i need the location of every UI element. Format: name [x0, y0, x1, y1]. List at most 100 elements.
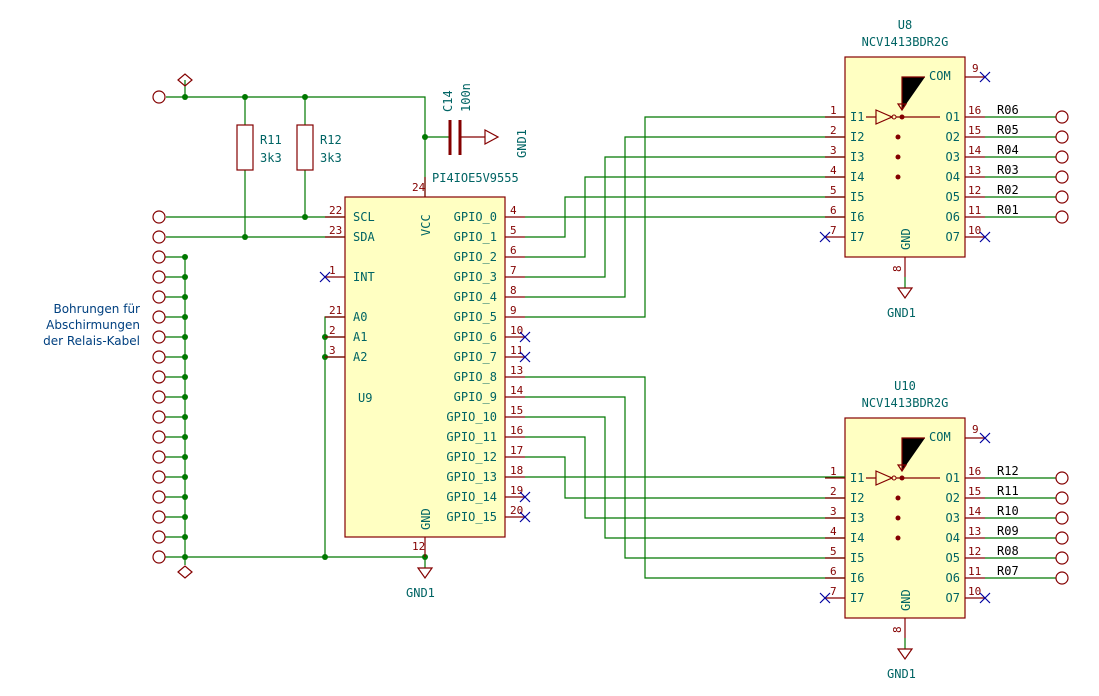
driver-pin-number: 2: [830, 485, 837, 498]
driver-pin-name: I5: [850, 190, 864, 204]
u9-pin-name: GPIO_11: [446, 430, 497, 444]
relay-net-label: R01: [997, 203, 1019, 217]
junction: [182, 94, 188, 100]
u10-dot: [899, 475, 905, 481]
pullup-network: R11 3k3 R12 3k3: [166, 73, 428, 240]
driver-pin-name: I5: [850, 551, 864, 565]
junction: [182, 334, 188, 340]
driver-pin-number: 6: [830, 565, 837, 578]
driver-pin-number: 1: [830, 104, 837, 117]
no-connect-icon: [979, 71, 991, 83]
u9-pin-number: 18: [510, 464, 523, 477]
u10-gnd-num: 8: [891, 626, 904, 633]
u8-ref: U8: [898, 18, 912, 32]
driver-pin-name: I1: [850, 471, 864, 485]
junction: [302, 94, 308, 100]
gpio3-net: [525, 156, 845, 278]
u9-pin-name: A0: [353, 310, 367, 324]
driver-pin-name: O6: [946, 210, 960, 224]
u9-ref: U9: [358, 391, 372, 405]
u9-io-expander: U9 PI4IOE5V9555 24 VCC 12 GND GND1: [344, 171, 519, 600]
u9-gnd-name: GND: [419, 508, 433, 530]
u9-vcc-num: 24: [412, 181, 426, 194]
gpio0-net: [525, 196, 845, 218]
gnd-symbol-icon: [416, 567, 434, 580]
u9-pin-number: 7: [510, 264, 517, 277]
shield-terminal: [152, 510, 166, 524]
u9-vcc-name: VCC: [419, 214, 433, 236]
shield-terminal: [152, 290, 166, 304]
u9-pin-number: 3: [329, 344, 336, 357]
gpio4-net: [525, 136, 845, 298]
u8-com-num: 9: [972, 62, 979, 75]
driver-pin-name: I6: [850, 210, 864, 224]
driver-pin-number: 2: [830, 124, 837, 137]
u9-pin-name: GPIO_3: [454, 270, 497, 284]
shield-terminal: [152, 530, 166, 544]
junction: [182, 534, 188, 540]
driver-pin-name: O2: [946, 491, 960, 505]
u8-com-label: COM: [929, 69, 951, 83]
driver-pin-name: O7: [946, 591, 960, 605]
u9-body: [344, 196, 506, 538]
junction: [182, 414, 188, 420]
relay-net-label: R05: [997, 123, 1019, 137]
u9-pin-name: GPIO_9: [454, 390, 497, 404]
driver-pin-name: I3: [850, 511, 864, 525]
u8-gnd-num: 8: [891, 265, 904, 272]
r11-value: 3k3: [260, 151, 282, 165]
driver-pin-name: I7: [850, 230, 864, 244]
driver-pin-name: O6: [946, 571, 960, 585]
driver-pin-number: 3: [830, 505, 837, 518]
driver-pin-name: O1: [946, 110, 960, 124]
driver-pin-number: 11: [968, 565, 981, 578]
u8-darlington-icon: [866, 103, 940, 125]
driver-pin-number: 10: [968, 224, 981, 237]
capacitor-c14: C14 100n GND1: [425, 83, 529, 158]
u9-pin-name: SCL: [353, 210, 375, 224]
u8-dot: [895, 154, 901, 160]
driver-pin-number: 7: [830, 585, 837, 598]
u10-dot: [895, 515, 901, 521]
u9-pin-number: 4: [510, 204, 517, 217]
junction: [182, 354, 188, 360]
relay-terminal: [1055, 170, 1069, 184]
relay-terminal: [1055, 491, 1069, 505]
driver-pin-name: O4: [946, 170, 960, 184]
relay-net-label: R02: [997, 183, 1019, 197]
junction: [182, 274, 188, 280]
driver-pin-name: I4: [850, 170, 864, 184]
u8-gnd-label: GND1: [887, 306, 916, 320]
no-connect-icon: [519, 331, 531, 343]
u8-dot: [895, 134, 901, 140]
relay-net-label: R08: [997, 544, 1019, 558]
shield-terminal: [152, 470, 166, 484]
shield-terminal: [152, 430, 166, 444]
no-connect-icon: [519, 491, 531, 503]
u9-pin-number: 23: [329, 224, 342, 237]
relay-terminal: [1055, 531, 1069, 545]
vcc-rail-wire: [166, 96, 426, 137]
relay-terminal: [1055, 150, 1069, 164]
u10-dot: [895, 495, 901, 501]
u8-dot: [899, 114, 905, 120]
driver-pin-name: I7: [850, 591, 864, 605]
driver-pin-name: I3: [850, 150, 864, 164]
u9-gnd-label: GND1: [406, 586, 435, 600]
driver-pin-number: 10: [968, 585, 981, 598]
relay-net-label: R10: [997, 504, 1019, 518]
relay-net-label: R12: [997, 464, 1019, 478]
relay-terminal: [1055, 571, 1069, 585]
relay-terminal: [1055, 130, 1069, 144]
relay-net-label: R06: [997, 103, 1019, 117]
u9-gnd-num: 12: [412, 540, 425, 553]
driver-pin-name: I2: [850, 491, 864, 505]
junction: [182, 494, 188, 500]
u9-pin-name: GPIO_13: [446, 470, 497, 484]
u10-com-num: 9: [972, 423, 979, 436]
u9-pin-number: 9: [510, 304, 517, 317]
no-connect-icon: [979, 592, 991, 604]
u9-pin-name: A1: [353, 330, 367, 344]
u9-pin-name: GPIO_8: [454, 370, 497, 384]
